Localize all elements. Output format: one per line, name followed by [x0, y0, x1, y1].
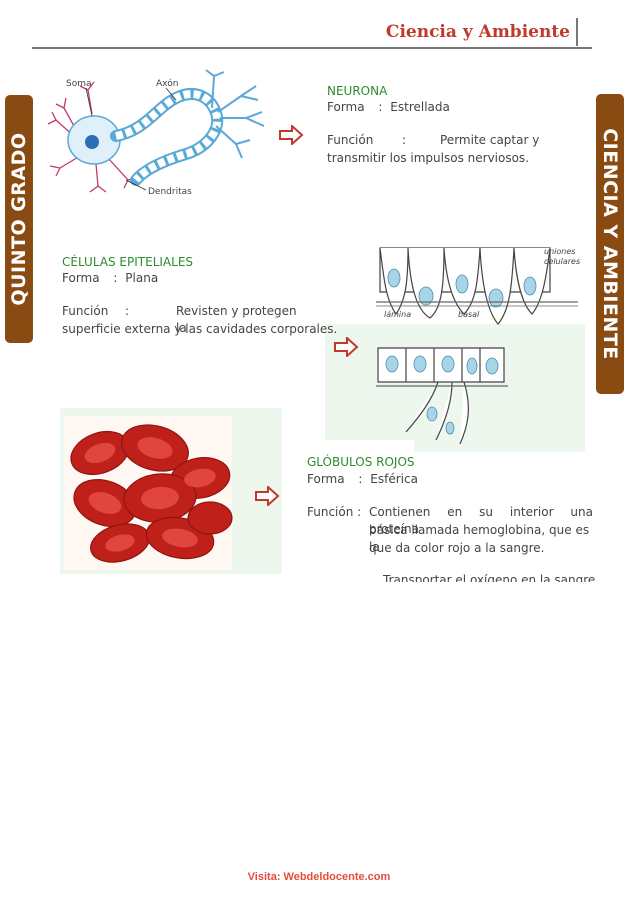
globulos-funcion-line1: Contienen en su interior una proteína — [369, 505, 593, 536]
epithelial-label-celulares: celulares — [544, 257, 580, 266]
header-divider — [32, 47, 592, 49]
arrow-right-icon — [255, 486, 280, 506]
neuron-illustration: Soma Axón Dendritas — [47, 69, 265, 197]
arrow-right-icon — [279, 125, 304, 145]
side-tab-quinto-grado: QUINTO GRADO — [5, 95, 33, 343]
globulos-forma-sep: : — [358, 472, 363, 486]
epithelial-cells-illustration: uniones celulares lámina basal — [376, 247, 580, 445]
globulos-title: GLÓBULOS ROJOS — [307, 455, 415, 469]
neurona-funcion-line1: Permite captar y — [440, 133, 540, 147]
globulos-forma-value: Esférica — [370, 472, 418, 486]
neuron-label-dendritas: Dendritas — [148, 187, 192, 197]
globulos-funcion-line3: que da color rojo a la sangre. — [369, 541, 545, 555]
epiteliales-funcion-line1: Revisten y protegen la — [176, 304, 297, 335]
globulos-funcion-line4: Transportar el oxígeno en la sangre. — [383, 573, 600, 582]
neurona-forma-sep: : — [378, 100, 383, 114]
globulos-funcion-label: Función : — [307, 505, 362, 519]
neurona-forma-label: Forma — [327, 100, 365, 114]
epiteliales-forma: Forma : Plana — [62, 270, 158, 287]
arrow-right-icon — [334, 337, 359, 357]
neurona-funcion-line2: transmitir los impulsos nerviosos. — [327, 151, 530, 165]
globulos-funcion-line2: básica llamada hemoglobina, que es la — [369, 523, 590, 554]
red-blood-cells-illustration — [60, 408, 282, 574]
globulos-forma-label: Forma — [307, 472, 345, 486]
side-tab-left-label: QUINTO GRADO — [8, 132, 30, 306]
epiteliales-funcion-sep: : — [125, 304, 130, 318]
side-tab-right-label: CIENCIA Y AMBIENTE — [599, 128, 621, 360]
epiteliales-funcion-line2: superficie externa y las cavidades corpo… — [62, 322, 338, 336]
neurona-funcion-sep: : — [402, 133, 407, 147]
epiteliales-funcion: Función : Revisten y protegen la — [62, 303, 302, 335]
epiteliales-forma-sep: : — [113, 271, 118, 285]
header-vertical-divider — [576, 18, 578, 46]
epithelial-label-lamina: lámina — [384, 310, 411, 319]
neurona-funcion-label: Función — [327, 133, 374, 147]
side-tab-ciencia-ambiente: CIENCIA Y AMBIENTE — [596, 94, 624, 394]
epiteliales-forma-value: Plana — [125, 271, 159, 285]
epithelial-label-uniones: uniones — [544, 247, 575, 256]
white-label-box — [306, 440, 414, 456]
footer-link[interactable]: Visita: Webdeldocente.com — [247, 871, 391, 883]
neurona-title: NEURONA — [327, 84, 388, 98]
neuron-label-soma: Soma — [66, 79, 92, 89]
globulos-forma: Forma : Esférica — [307, 471, 418, 488]
neurona-funcion: Función : Permite captar y — [327, 132, 542, 149]
epiteliales-forma-label: Forma — [62, 271, 100, 285]
epiteliales-funcion-label: Función — [62, 304, 109, 318]
page-header-title: Ciencia y Ambiente — [385, 22, 570, 42]
neurona-forma: Forma : Estrellada — [327, 99, 450, 116]
globulos-funcion-line4-clip: Transportar el oxígeno en la sangre. — [383, 572, 603, 582]
neurona-forma-value: Estrellada — [390, 100, 450, 114]
epithelial-label-basal: basal — [458, 310, 480, 319]
neuron-label-axon: Axón — [156, 78, 178, 89]
epithelial-background-box — [325, 324, 585, 452]
epiteliales-title: CÉLULAS EPITELIALES — [62, 255, 194, 269]
